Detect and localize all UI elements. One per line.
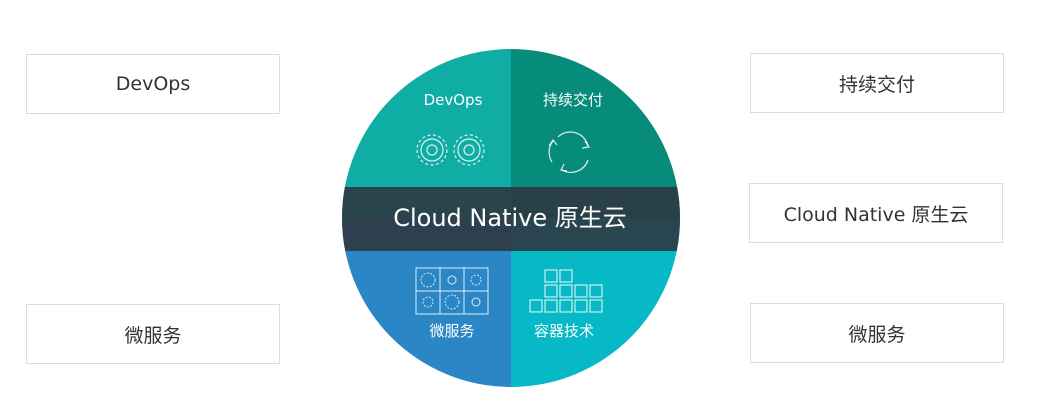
cloud-native-band [342,187,680,251]
band-label: Cloud Native 原生云 [393,204,627,232]
devops-box: DevOps [26,54,280,114]
segment-label-microservices: 微服务 [429,322,474,340]
cloud-native-box: Cloud Native 原生云 [749,183,1003,243]
segment-label-continuous-delivery: 持续交付 [543,91,603,109]
recycle-arrows-icon [548,131,591,173]
gears-icon [416,134,485,166]
container-stack-icon [529,269,603,313]
gear-grid-icon [415,267,489,315]
segment-label-devops: DevOps [424,91,483,109]
continuous-delivery-box: 持续交付 [750,53,1004,113]
microservices-box-left: 微服务 [26,304,280,364]
segment-label-container-tech: 容器技术 [534,322,594,340]
microservices-box-right: 微服务 [750,303,1004,363]
